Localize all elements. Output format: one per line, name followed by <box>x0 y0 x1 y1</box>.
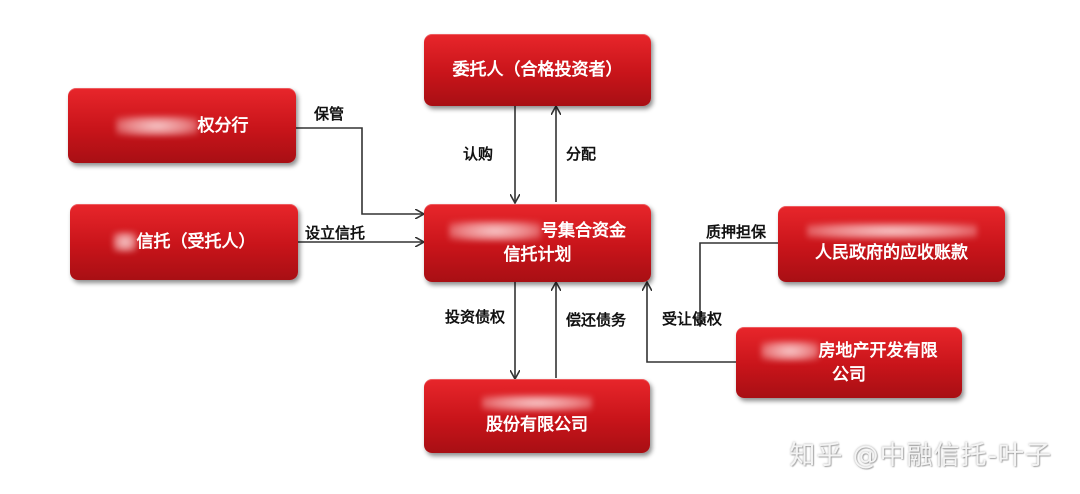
edge-label-subscribe: 认购 <box>463 145 494 163</box>
receivable-label: 人民政府的应收账款 <box>815 243 968 263</box>
custody-arrow <box>296 127 423 214</box>
developer-node: 房地产开发有限 公司 <box>736 327 962 398</box>
investor-node: 委托人（合格投资者） <box>424 34 651 106</box>
trustee-label: 信托（受托人） <box>136 232 256 252</box>
developer-label-1: 房地产开发有限 <box>818 340 938 361</box>
trust-plan-node: 号集合资金 信托计划 <box>424 204 651 282</box>
edge-label-pledge: 质押担保 <box>706 223 767 241</box>
receivable-node: 人民政府的应收账款 <box>778 206 1005 282</box>
branch-label: 权分行 <box>197 115 249 136</box>
company-node: 股份有限公司 <box>424 379 650 453</box>
redacted-text <box>806 223 977 239</box>
developer-arrow <box>647 283 737 363</box>
trustee-node: 信托（受托人） <box>70 204 298 280</box>
edge-label-transfer: 受让债权 <box>662 310 723 328</box>
trust-plan-label-1: 号集合资金 <box>541 221 626 241</box>
trust-plan-label-2: 信托计划 <box>503 245 572 265</box>
company-label: 股份有限公司 <box>486 415 588 435</box>
edge-label-repay: 偿还债务 <box>566 311 627 329</box>
investor-label: 委托人（合格投资者） <box>452 60 623 80</box>
redacted-text <box>760 340 819 361</box>
redacted-text <box>449 221 541 241</box>
redacted-text <box>115 115 198 136</box>
redacted-text <box>112 232 137 252</box>
edge-label-invest: 投资债权 <box>445 308 506 326</box>
pledge-arrow <box>700 242 778 325</box>
watermark: 知乎 @中融信托-叶子 <box>789 441 1052 471</box>
developer-label-2: 公司 <box>832 364 866 385</box>
edge-label-establish: 设立信托 <box>305 224 366 242</box>
branch-node: 权分行 <box>68 88 296 163</box>
edge-label-custody: 保管 <box>314 105 345 123</box>
redacted-text <box>482 395 592 411</box>
edge-label-distribute: 分配 <box>566 145 597 163</box>
